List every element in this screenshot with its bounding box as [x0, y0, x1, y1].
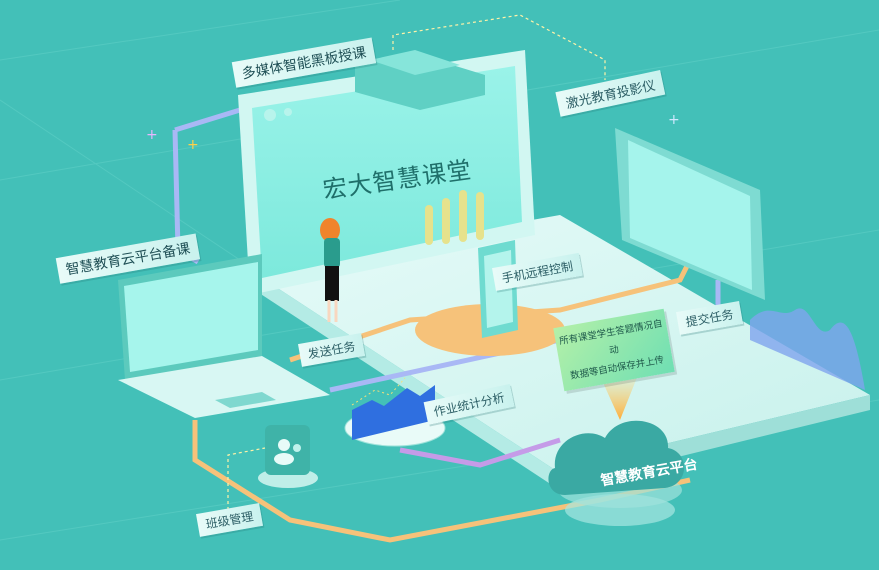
projector-icon: [355, 50, 485, 110]
svg-text:+: +: [187, 137, 199, 153]
blackboard: [238, 50, 535, 295]
cloud-icon: [548, 420, 685, 526]
wave-decoration: [750, 308, 865, 390]
teacher-figure-icon: [320, 218, 340, 322]
sparkle-icon: + + +: [146, 112, 680, 153]
bar-chart-icon: [344, 377, 446, 447]
laptop-icon: [118, 254, 330, 418]
tablet-display-icon: [615, 128, 765, 300]
svg-text:+: +: [146, 127, 158, 143]
svg-text:+: +: [668, 112, 680, 128]
user-group-icon: [258, 425, 318, 488]
